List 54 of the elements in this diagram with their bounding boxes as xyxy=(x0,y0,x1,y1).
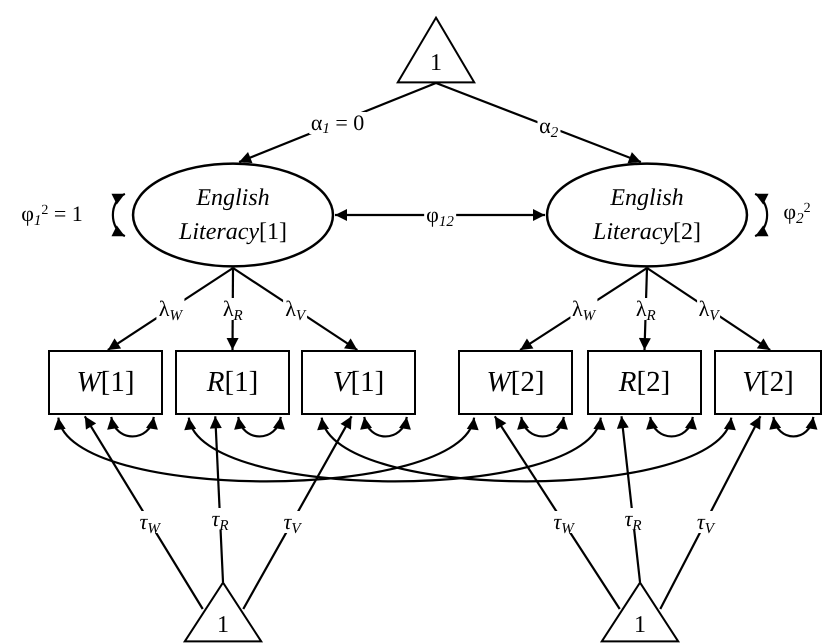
node-label: 1 xyxy=(634,611,646,640)
edge-label: λ$_{W}$ xyxy=(570,298,598,320)
variance-arrow xyxy=(108,416,156,438)
arrow xyxy=(616,416,642,582)
constant-triangle xyxy=(184,582,262,642)
edge-label: τ$_{R}$ xyxy=(622,508,644,530)
node-label: R[1] xyxy=(206,364,258,400)
arrow xyxy=(210,416,224,582)
variance-arrow xyxy=(112,192,126,238)
latent-ellipse xyxy=(545,162,749,268)
arrow xyxy=(659,416,762,610)
variance-arrow xyxy=(648,416,696,438)
node-label: W[2] xyxy=(486,364,544,400)
arrow xyxy=(638,268,651,350)
edge-label: τ$_{W}$ xyxy=(137,511,162,534)
node-label: R[2] xyxy=(618,364,670,400)
edge-label: λ$_{V}$ xyxy=(283,298,308,320)
constant-triangle xyxy=(397,17,475,83)
indicator-box xyxy=(458,350,573,415)
indicator-box xyxy=(175,350,290,415)
arrow xyxy=(226,268,239,350)
arrow xyxy=(84,416,204,610)
node-label: W[1] xyxy=(76,364,134,400)
node-label: English Literacy[1] xyxy=(178,184,288,247)
constant-triangle xyxy=(601,582,679,642)
latent-ellipse xyxy=(131,162,335,268)
edge-label: τ$_{V}$ xyxy=(694,511,716,534)
edge-label: τ$_{W}$ xyxy=(551,511,576,534)
node-label: 1 xyxy=(430,49,442,78)
arrow xyxy=(232,267,358,351)
variance-arrow xyxy=(754,192,768,238)
arrow xyxy=(646,267,771,351)
edge-label: λ$_{R}$ xyxy=(634,298,658,320)
indicator-box xyxy=(301,350,416,415)
edge-label: λ$_{V}$ xyxy=(696,298,720,320)
edge-label: τ$_{R}$ xyxy=(210,508,231,530)
arrow xyxy=(436,82,642,164)
node-label: 1 xyxy=(217,611,229,640)
node-label: V[1] xyxy=(332,364,384,400)
variance-arrow xyxy=(770,416,816,438)
edge-label: λ$_{W}$ xyxy=(156,298,184,320)
variance-arrow xyxy=(518,416,566,438)
indicator-box xyxy=(714,350,822,415)
indicator-box xyxy=(48,350,163,415)
edge-label: τ$_{V}$ xyxy=(282,511,303,534)
node-label: English Literacy[2] xyxy=(592,184,702,247)
indicator-box xyxy=(587,350,702,415)
variance-arrow xyxy=(236,416,284,438)
node-label: V[2] xyxy=(742,364,794,400)
variance-arrow xyxy=(362,416,410,438)
arrow xyxy=(494,416,621,610)
edge-label: α$_{1}$ = 0 xyxy=(308,112,366,134)
edge-label: λ$_{R}$ xyxy=(220,298,245,320)
arrow xyxy=(242,416,353,610)
